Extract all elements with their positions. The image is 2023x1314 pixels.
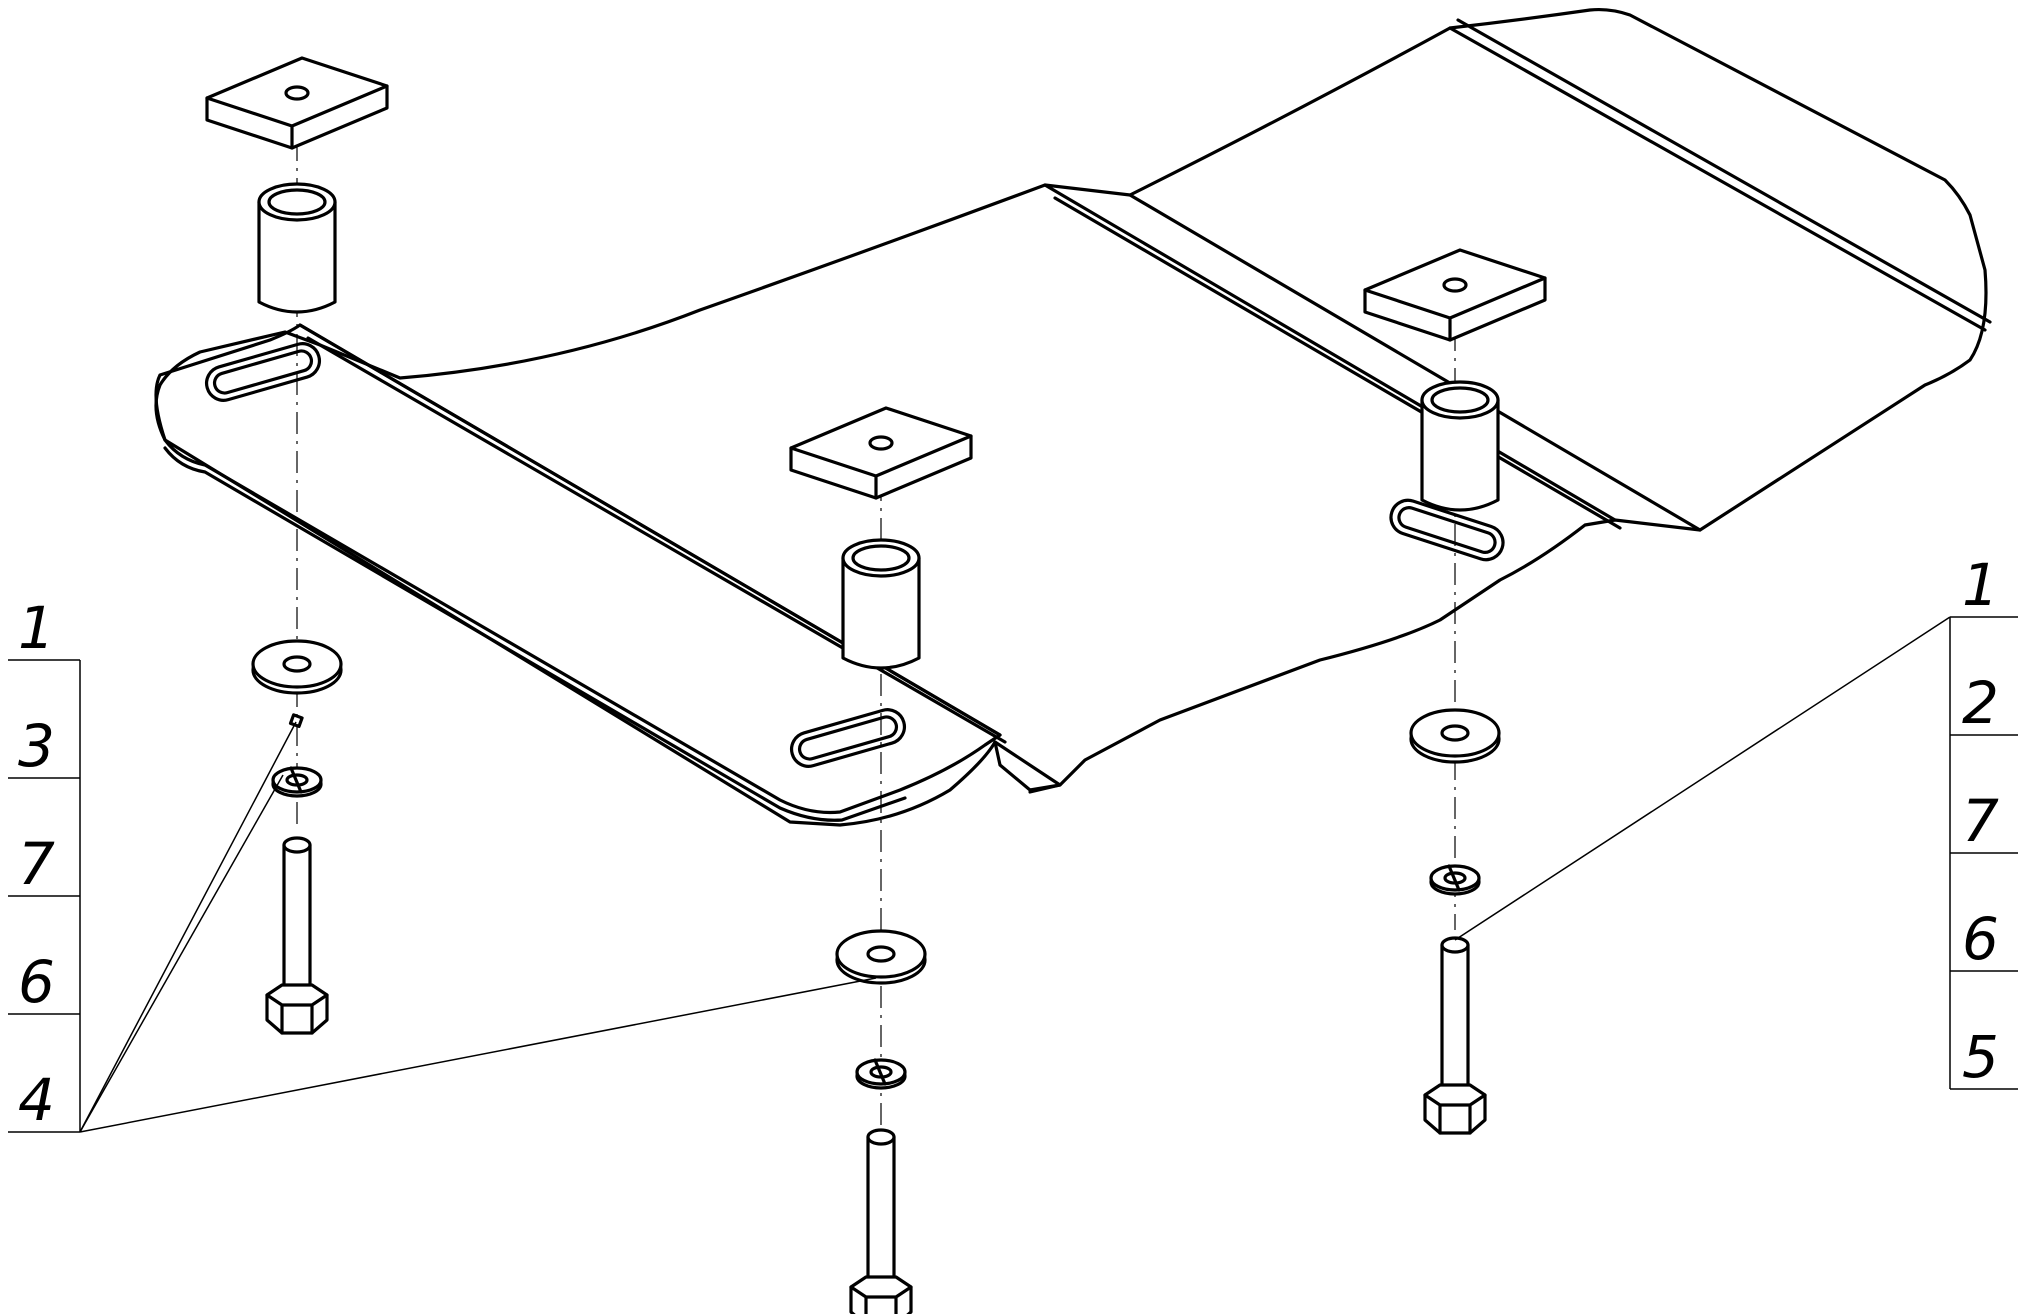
fold-line-3 (1043, 183, 1617, 522)
callout-right-4: 6 (1962, 905, 1999, 973)
spacer-pad-center (789, 406, 973, 500)
callout-right-5: 5 (1962, 1023, 1999, 1091)
lock-washer-left (271, 766, 323, 798)
leader-left-a (79, 721, 297, 1133)
leader-left-c (79, 977, 877, 1133)
callout-stack-right: 1 2 7 6 5 (1454, 551, 2018, 1091)
fold-line-2 (306, 336, 1007, 744)
spacer-pad-right (1363, 248, 1547, 342)
slot-front (789, 708, 907, 768)
bushing-right (1420, 380, 1500, 512)
callout-left-5: 4 (18, 1066, 55, 1134)
spacer-pad-left (205, 56, 389, 150)
fold-line-4 (1053, 196, 1622, 530)
bushing-center (841, 538, 921, 670)
callout-left-1: 1 (18, 594, 55, 662)
nut-marker-left (288, 713, 304, 729)
callout-right-3: 7 (1962, 787, 1999, 855)
slot-right (1389, 498, 1505, 562)
callout-right-2: 2 (1962, 669, 1999, 737)
bolt-center (849, 1128, 913, 1314)
slot-left (204, 342, 322, 402)
flat-washer-center (835, 929, 927, 985)
leader-left-b (79, 774, 284, 1133)
fold-line-5 (1128, 193, 1702, 532)
lock-washer-center (855, 1058, 907, 1090)
leader-right (1454, 616, 1951, 941)
bolt-left (265, 836, 329, 1035)
bolt-right (1423, 936, 1487, 1135)
bushing-left (257, 182, 337, 314)
callout-left-4: 6 (18, 948, 55, 1016)
callout-right-1: 1 (1962, 551, 1999, 619)
callout-left-3: 7 (18, 830, 55, 898)
flat-washer-right (1409, 708, 1501, 764)
lock-washer-right (1429, 864, 1481, 896)
plate-thickness (163, 446, 907, 822)
flat-washer-left (251, 639, 343, 695)
rear-notch (993, 740, 1062, 794)
plate-outline (154, 7, 1988, 827)
fold-line-6 (1448, 26, 1987, 332)
fold-line-7 (1456, 18, 1992, 324)
callout-stack-left: 1 3 7 6 4 (8, 594, 877, 1134)
skid-plate (154, 7, 1992, 827)
callout-left-2: 3 (18, 712, 55, 780)
